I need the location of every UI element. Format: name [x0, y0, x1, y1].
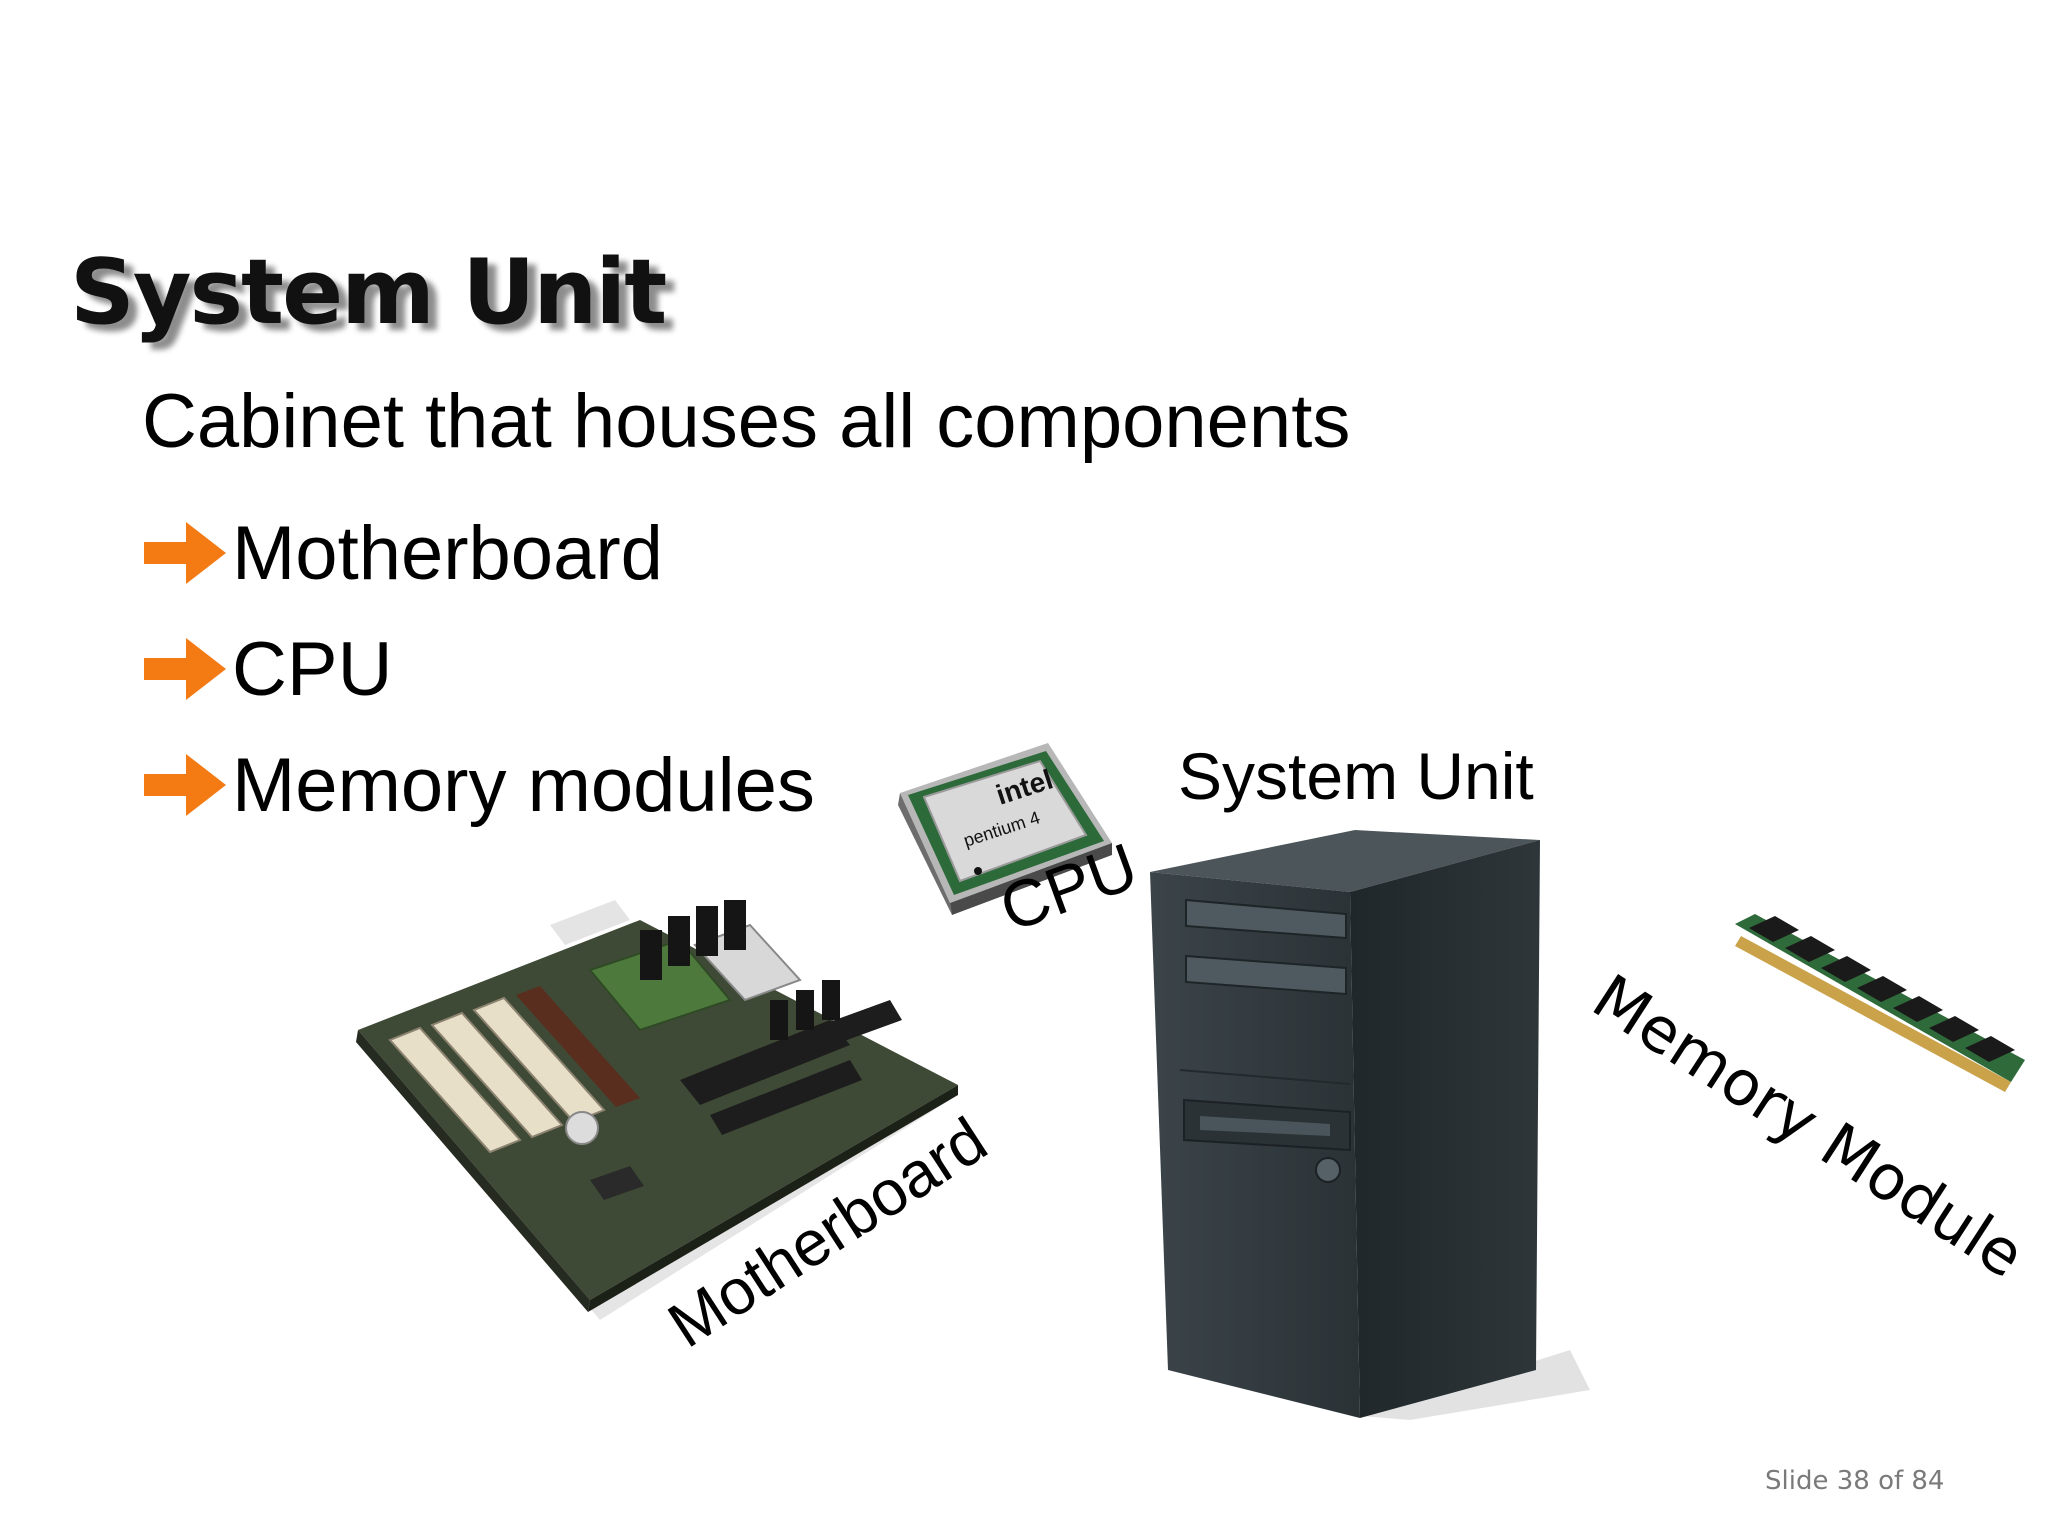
bullet-list: Motherboard CPU Memory modules [142, 495, 815, 843]
orange-arrow-icon [144, 754, 226, 816]
system-unit-tower-image [1150, 830, 1590, 1420]
orange-arrow-icon [144, 638, 226, 700]
bullet-item: CPU [142, 611, 815, 727]
lead-text: Cabinet that houses all components [142, 379, 1351, 464]
slide-counter: Slide 38 of 84 [1765, 1466, 1945, 1496]
system-unit-label: System Unit [1178, 739, 1534, 813]
bullet-item: Motherboard [142, 495, 815, 611]
bullet-label: CPU [232, 626, 393, 712]
bullet-label: Motherboard [232, 510, 663, 596]
orange-arrow-icon [144, 522, 226, 584]
bullet-item: Memory modules [142, 727, 815, 843]
motherboard-image [356, 900, 958, 1320]
memory-module-image [1735, 914, 2025, 1092]
bullet-label: Memory modules [232, 742, 815, 828]
cpu-chip-image: intel pentium 4 [898, 743, 1112, 915]
slide-title: System Unit [70, 240, 667, 345]
